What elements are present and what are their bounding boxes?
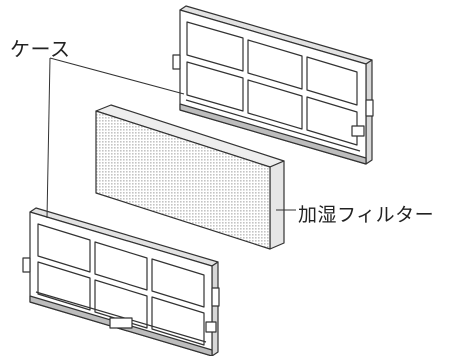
- humidifier-filter-label: 加湿フィルター: [298, 204, 435, 226]
- leader-lines: [46, 57, 296, 219]
- leader-case-bottom: [46, 57, 51, 219]
- humidifier-filter: [95, 104, 285, 250]
- leader-case-top: [49, 57, 185, 95]
- case-top: [172, 5, 374, 165]
- case-label: ケース: [10, 37, 71, 61]
- case-bottom: [22, 207, 220, 356]
